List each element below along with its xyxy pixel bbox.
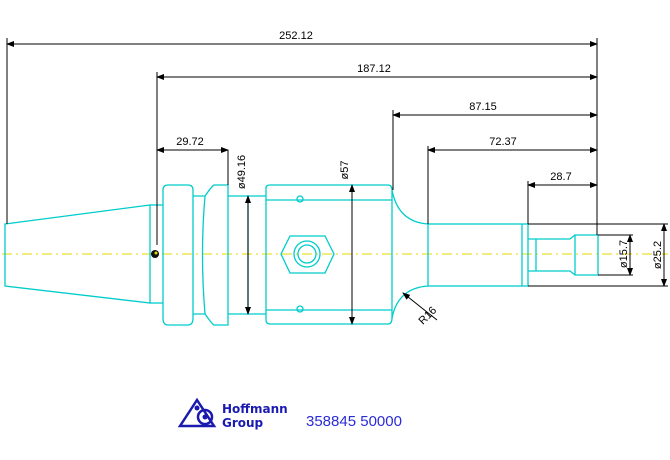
dim-text-29: 29.72 [176,136,204,148]
part-number: 358845 50000 [306,413,402,430]
screw-hole-bottom [296,305,304,313]
flange [162,184,194,326]
dim-text-overall: 252.12 [279,30,313,42]
dim-text-dia57: ø57 [339,161,351,180]
shank [427,223,529,287]
screw-hole-top [296,195,304,203]
hoffmann-logo-icon [177,397,217,428]
tip [528,234,599,276]
logo-line1: Hoffmann [222,402,288,416]
dim-text-radius: R16 [416,304,439,327]
dim-text-dia49: ø49.16 [236,155,248,189]
hoffmann-logo: Hoffmann Group [177,397,288,430]
dim-text-72: 72.37 [489,136,517,148]
dim-text-dia15: ø15.7 [618,240,630,268]
dim-radius [402,292,438,321]
dim-text-dia25: ø25.2 [652,241,664,269]
hex-screw [280,235,335,274]
dim-text-87: 87.15 [469,101,497,113]
tool-holder-outline [4,184,599,326]
logo-line2: Group [222,416,264,430]
dimension-lines [6,38,668,325]
dim-text-28: 28.7 [550,171,571,183]
dim-text-187: 187.12 [357,63,391,75]
